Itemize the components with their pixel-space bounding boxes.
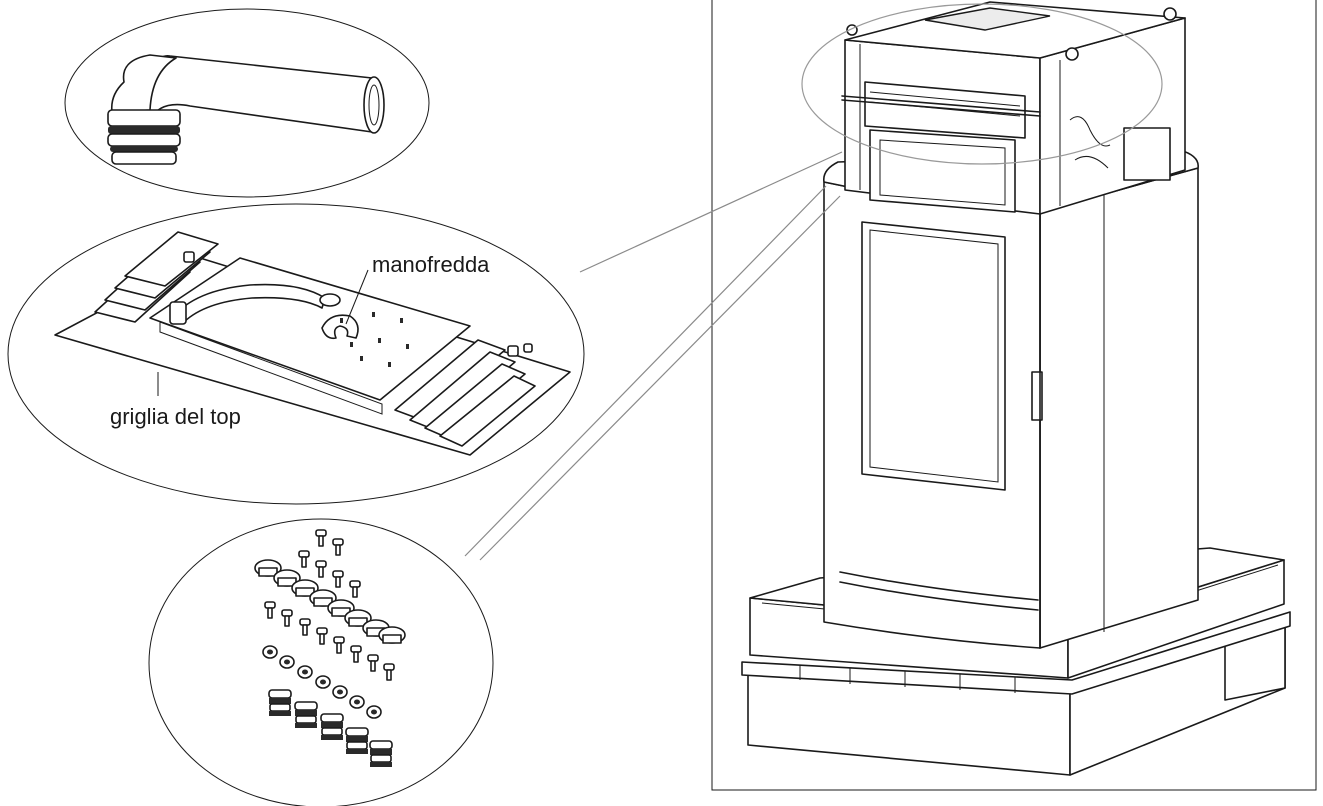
- cable-gland: [345, 727, 369, 737]
- screw-head: [315, 560, 327, 568]
- screw-set: [254, 529, 406, 767]
- screw-head: [383, 663, 395, 671]
- screw-head: [333, 636, 345, 644]
- detail-flue-pipe: [64, 8, 430, 198]
- screw-head: [349, 580, 361, 588]
- stove-frame: [711, 0, 1317, 791]
- screw-shank: [302, 624, 308, 636]
- screw-head: [264, 601, 276, 609]
- stove-top-mechanism: [841, 1, 1186, 215]
- screw-head: [367, 654, 379, 662]
- screw-shank: [353, 651, 359, 663]
- screw-head: [316, 627, 328, 635]
- grille-fins-right: [394, 339, 536, 447]
- stove-glass-window: [861, 221, 1006, 491]
- screw-shank: [352, 586, 358, 598]
- stove-burn-chamber: [869, 129, 1016, 213]
- cable-gland: [320, 713, 344, 723]
- screw-head: [281, 609, 293, 617]
- cable-gland: [294, 701, 318, 711]
- label-top-grille: griglia del top: [110, 404, 241, 429]
- screw-head: [315, 529, 327, 537]
- screw-shank: [318, 566, 324, 578]
- screws-kit-ellipse: [148, 518, 494, 806]
- detail-top-grille: manofredda griglia del top: [7, 203, 585, 505]
- screw-shank: [301, 556, 307, 568]
- screw-shank: [284, 615, 290, 627]
- detail-highlight-ellipse: [801, 3, 1163, 165]
- screw-shank: [335, 544, 341, 556]
- screw-head: [332, 570, 344, 578]
- flue-pipe-gasket: [108, 126, 180, 134]
- stove-drawing: [741, 1, 1291, 776]
- screw-head: [299, 618, 311, 626]
- screw-shank: [318, 535, 324, 547]
- screw-shank: [386, 669, 392, 681]
- screw-shank: [370, 660, 376, 672]
- cable-gland: [268, 689, 292, 699]
- stove-side-panel: [1039, 167, 1199, 649]
- screw-head: [298, 550, 310, 558]
- detail-screws-kit: [148, 518, 494, 806]
- cable-gland: [369, 740, 393, 750]
- screw-shank: [336, 642, 342, 654]
- screw-shank: [267, 607, 273, 619]
- screw-shank: [319, 633, 325, 645]
- screw-head: [332, 538, 344, 546]
- label-cold-hand: manofredda: [372, 252, 490, 277]
- screw-shank: [335, 576, 341, 588]
- pallet-top: [741, 611, 1291, 695]
- screw-head: [350, 645, 362, 653]
- leader-cold-hand: [345, 269, 369, 325]
- stove-door-handle: [1031, 371, 1043, 421]
- callout-lines: [464, 151, 843, 561]
